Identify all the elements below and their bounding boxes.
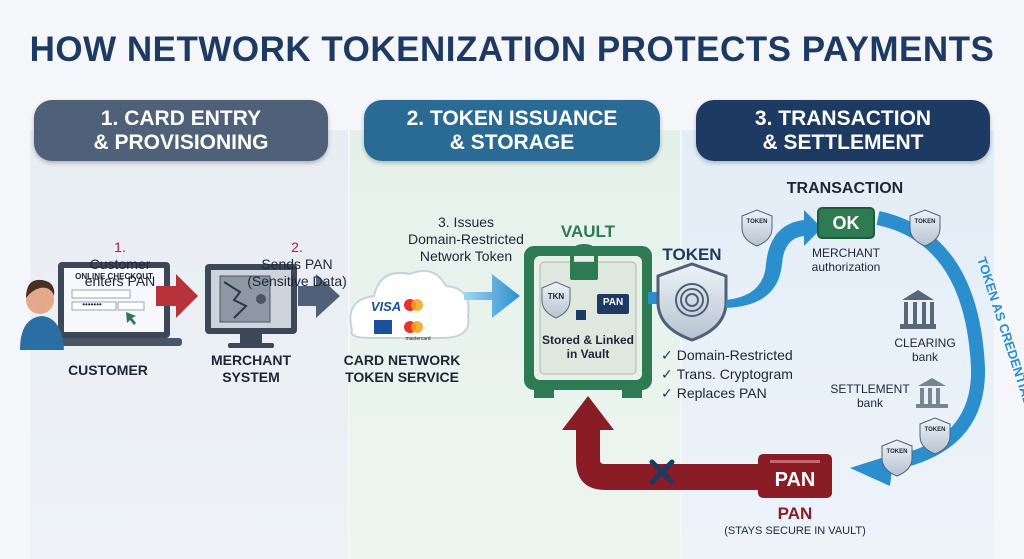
customer-icon — [20, 262, 182, 350]
token-feature-cryptogram: ✓Trans. Cryptogram — [661, 366, 793, 382]
merchant-auth-label: MERCHANT authorization — [811, 246, 881, 274]
customer-label: CUSTOMER — [68, 362, 148, 378]
arrow-network-to-vault — [464, 274, 520, 318]
vault-stored-text: Stored & Linked in Vault — [541, 333, 634, 361]
token-feature-replaces-text: Replaces PAN — [676, 385, 767, 401]
step-token-issuance-label: 2. TOKEN ISSUANCE & STORAGE — [406, 106, 618, 154]
mastercard-logo: mastercard — [405, 336, 431, 342]
pan-note: (STAYS SECURE IN VAULT) — [724, 525, 866, 537]
step-token-issuance: 2. TOKEN ISSUANCE & STORAGE — [364, 100, 660, 161]
checkout-title: ONLINE CHECKOUT — [75, 272, 153, 281]
token-shield-icon — [656, 262, 728, 342]
arrow-customer-to-merchant — [156, 274, 198, 318]
step-card-entry: 1. CARD ENTRY & PROVISIONING — [34, 100, 328, 161]
customer-note: 1. Customer enters PAN — [60, 222, 180, 290]
ok-label: OK — [832, 213, 860, 233]
vault-icon — [524, 243, 652, 398]
tkn-shield-icon — [541, 281, 571, 319]
arrow-pan-to-vault — [562, 396, 758, 490]
visa-logo: VISA — [370, 299, 402, 314]
token-badge-text-3: TOKEN — [886, 449, 908, 455]
step-card-entry-label: 1. CARD ENTRY & PROVISIONING — [93, 106, 269, 154]
link-lock-icon — [576, 310, 586, 320]
vault-pan: PAN — [602, 297, 624, 308]
ok-box — [817, 207, 875, 239]
sends-note-text: Sends PAN (Sensitive Data) — [247, 256, 347, 289]
step-transaction: 3. TRANSACTION & SETTLEMENT — [696, 100, 990, 161]
token-feature-domain: ✓Domain-Restricted — [661, 347, 793, 363]
cloud-icon — [349, 270, 470, 339]
customer-note-text: Customer enters PAN — [84, 256, 156, 289]
token-badge-text-4: TOKEN — [924, 427, 946, 433]
blocked-x-icon — [649, 459, 675, 485]
merchant-label: MERCHANT SYSTEM — [210, 352, 292, 385]
issues-note: 3. Issues Domain-Restricted Network Toke… — [408, 214, 524, 264]
token-feature-replaces: ✓Replaces PAN — [661, 385, 767, 401]
sends-note: 2. Sends PAN (Sensitive Data) — [232, 222, 362, 290]
clearing-label: CLEARING bank — [894, 336, 956, 364]
page-title: HOW NETWORK TOKENIZATION PROTECTS PAYMEN… — [29, 30, 995, 69]
vault-label: VAULT — [560, 222, 616, 241]
token-feature-domain-text: Domain-Restricted — [676, 347, 793, 363]
merchant-system-icon — [205, 264, 297, 348]
token-features: ✓Domain-Restricted ✓Trans. Cryptogram ✓R… — [661, 346, 793, 403]
token-feature-cryptogram-text: Trans. Cryptogram — [676, 366, 793, 382]
network-label: CARD NETWORK TOKEN SERVICE — [343, 352, 461, 385]
customer-note-number: 1. — [114, 239, 126, 255]
settlement-bank-icon — [916, 378, 948, 408]
token-badge-text-2: TOKEN — [914, 219, 936, 225]
clearing-bank-icon — [900, 290, 936, 329]
step-transaction-label: 3. TRANSACTION & SETTLEMENT — [754, 106, 932, 154]
pan-card — [758, 454, 832, 498]
pan-title: PAN — [777, 504, 813, 523]
vault-tkn: TKN — [547, 292, 565, 301]
settlement-label: SETTLEMENT bank — [830, 382, 910, 410]
arrow-token-to-merchant — [726, 210, 822, 308]
arrow-merchant-to-network — [298, 274, 340, 318]
checkout-field: ••••••• — [82, 300, 102, 309]
token-label: TOKEN — [662, 245, 722, 264]
token-badge-icon — [741, 209, 951, 477]
token-badge-text-1: TOKEN — [746, 219, 768, 225]
transaction-label: TRANSACTION — [786, 180, 904, 197]
pan-card-label: PAN — [774, 469, 816, 491]
sends-note-number: 2. — [291, 239, 303, 255]
